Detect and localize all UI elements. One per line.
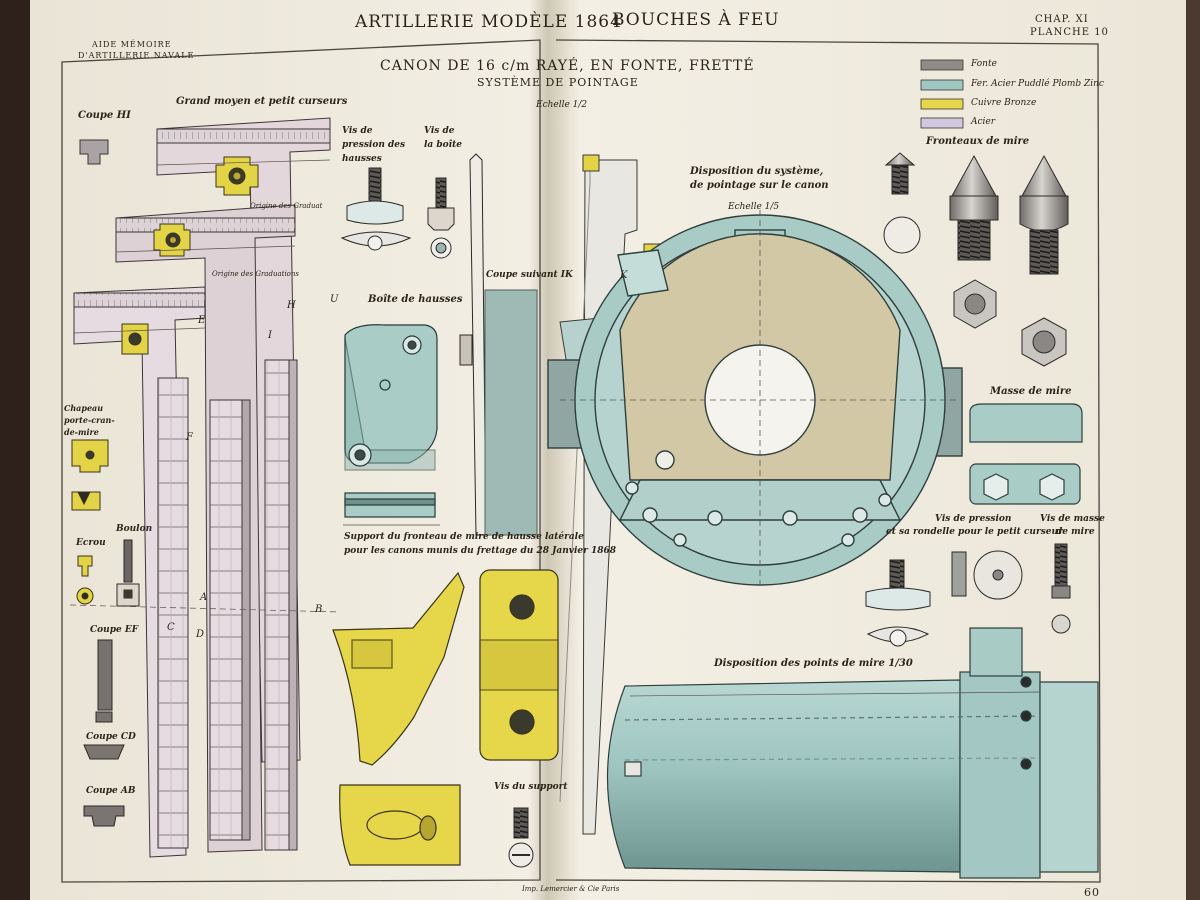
page-number: 60 [1084, 886, 1100, 899]
coupe-hi-part [79, 139, 109, 165]
plate-label: PLANCHE 10 [1030, 27, 1109, 38]
brass-cursors [121, 156, 259, 355]
label-coupe-cd: Coupe CD [86, 732, 136, 742]
label-vis-boite: Vis de la boîte [424, 126, 462, 150]
section-title: BOUCHES À FEU [612, 10, 780, 30]
label-coupe-ab: Coupe AB [86, 786, 136, 796]
plate-subtitle: SYSTÈME DE POINTAGE [477, 76, 639, 89]
plate-frame [61, 39, 1101, 883]
hausse-rulers [73, 117, 331, 858]
letter-f: F [186, 432, 193, 443]
legend-swatch-acier [920, 117, 964, 129]
letter-i: I [268, 330, 272, 341]
legend-swatch-cuivre [920, 98, 964, 110]
small-parts-left [71, 439, 140, 827]
book-title-line1: AIDE MÉMOIRE [92, 40, 172, 49]
label-chapeau: Chapeau porte-cran-de-mire [64, 403, 115, 437]
label-fronteaux: Fronteaux de mire [926, 136, 1030, 147]
legend-label-acier: Acier [971, 117, 996, 127]
book-title-line2: D'ARTILLERIE NAVALE [78, 51, 195, 60]
cannon-cross-section [547, 210, 963, 590]
label-grand-moyen: Grand moyen et petit curseurs [176, 96, 348, 107]
label-masse: Masse de mire [990, 386, 1072, 397]
vis-pression-rondelle [865, 543, 1071, 647]
letter-u: U [330, 294, 339, 305]
legend-swatch-fonte [920, 59, 964, 71]
boite-de-hausses [344, 324, 438, 518]
label-vis-pression-hausses: Vis de pression des hausses [342, 126, 406, 164]
label-points-mire: Disposition des points de mire 1/30 [714, 658, 913, 669]
label-origine-graduations: Origine des Graduations [212, 270, 300, 278]
legend-label-fer: Fer. Acier Puddlé Plomb Zinc [971, 79, 1104, 89]
dimension-lines [69, 159, 1041, 697]
screw-parts-top [340, 167, 455, 259]
chapter-label: CHAP. XI [1035, 14, 1089, 25]
fronteaux-de-mire [883, 152, 1069, 367]
letter-a: A [200, 592, 208, 603]
label-ecrou: Ecrou [76, 538, 106, 548]
plate-title: CANON DE 16 c/m RAYÉ, EN FONTE, FRETTÉ [380, 58, 755, 74]
cannon-barrel [606, 627, 1099, 879]
label-origine-graduat: Origine des Graduat [250, 202, 323, 210]
letter-b: B [315, 604, 323, 615]
label-boulon: Boulon [116, 524, 153, 534]
label-disposition-line2: de pointage sur le canon [690, 180, 829, 191]
legend-swatch-fer [920, 79, 964, 91]
label-coupe-ik: Coupe suivant IK [486, 270, 573, 280]
label-vis-pression-line1: Vis de pression [935, 514, 1012, 524]
vis-du-support [508, 807, 534, 868]
label-support-line1: Support du fronteau de mire de hausse la… [344, 532, 584, 542]
letter-d: D [196, 629, 205, 640]
label-coupe-hi: Coupe HI [78, 110, 131, 121]
label-echelle-1-5: Echelle 1/5 [728, 202, 780, 212]
label-vis-masse-line2: de mire [1056, 527, 1095, 537]
coupe-ik [459, 153, 538, 536]
legend-swatches [920, 59, 964, 129]
label-coupe-ef: Coupe EF [90, 625, 139, 635]
label-boite-hausses: Boîte de hausses [368, 294, 463, 305]
label-vis-masse-line1: Vis de masse [1040, 514, 1105, 524]
label-vis-pression-line2: et sa rondelle pour le petit curseur [886, 527, 1063, 537]
support-fronteau [332, 569, 559, 866]
printer-imprint: Imp. Lemercier & Cie Paris [522, 885, 620, 893]
letter-k: K [620, 270, 628, 281]
letter-e: E [198, 315, 206, 326]
legend-label-fonte: Fonte [971, 59, 997, 69]
letter-c: C [167, 622, 175, 633]
legend-label-cuivre: Cuivre Bronze [971, 98, 1037, 108]
label-vis-support: Vis du support [494, 782, 568, 792]
scale-label: Echelle 1/2 [536, 100, 588, 110]
label-support-line2: pour les canons munis du frettage du 28 … [344, 546, 617, 556]
masse-de-mire [969, 403, 1083, 505]
letter-h: H [287, 300, 296, 311]
label-disposition-line1: Disposition du système, [690, 166, 824, 177]
series-title: ARTILLERIE MODÈLE 1864 [355, 12, 622, 32]
